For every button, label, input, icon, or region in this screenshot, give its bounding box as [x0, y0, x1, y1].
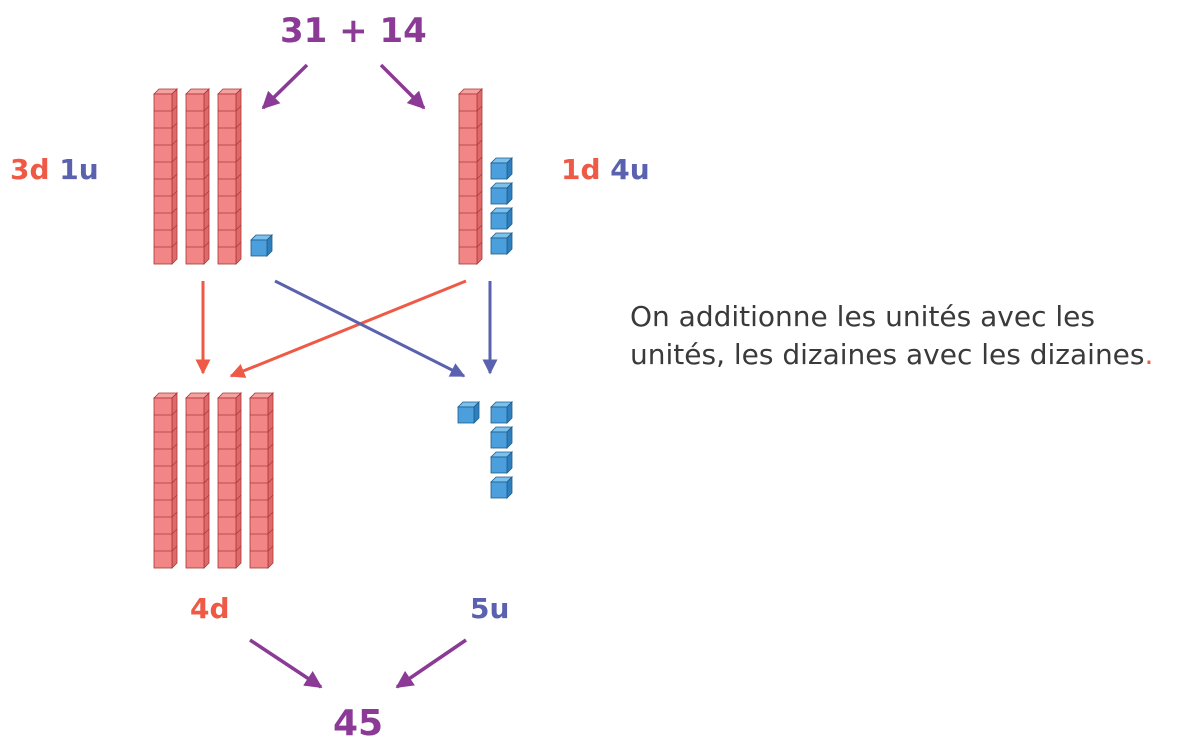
left-ten-rods	[153, 88, 242, 265]
unit-cube	[457, 401, 480, 424]
result-number: 45	[333, 703, 384, 744]
unit-cube	[250, 234, 273, 257]
arrow-right-tens-to-sum	[229, 279, 467, 378]
unit-cube	[490, 182, 513, 205]
unit-cube	[490, 207, 513, 230]
right-number-blocks	[458, 88, 513, 265]
left-number-blocks	[153, 88, 273, 265]
explanation-period: .	[1144, 337, 1154, 371]
right-unit-cubes	[490, 157, 513, 255]
unit-cube	[490, 476, 513, 499]
equation-second-operand: 14	[379, 11, 427, 51]
unit-cube	[490, 157, 513, 180]
ten-rod	[217, 392, 242, 569]
equation-operator: +	[339, 11, 368, 51]
ten-rod	[185, 88, 210, 265]
unit-cube	[490, 451, 513, 474]
sum-unit-cubes	[457, 401, 513, 499]
ten-rod	[153, 88, 178, 265]
arrow-tens-to-result	[249, 638, 323, 689]
arrow-equation-to-left	[261, 63, 309, 110]
arrow-equation-to-right	[379, 63, 426, 110]
left-number-decomposition: 3d 1u	[10, 156, 99, 184]
explanation-line-2-text: unités, les dizaines avec les dizaines	[630, 337, 1145, 371]
equation-first-operand: 31	[280, 11, 328, 51]
sum-ten-rods	[153, 392, 274, 569]
unit-cube	[490, 426, 513, 449]
explanation-line-1: On additionne les unités avec les	[630, 300, 1095, 333]
ten-rod	[458, 88, 483, 265]
sum-blocks	[153, 392, 513, 569]
right-units-label: 4u	[610, 153, 650, 186]
ten-rod	[185, 392, 210, 569]
left-units-label: 1u	[59, 153, 99, 186]
left-unit-cubes	[250, 234, 273, 257]
explanation-line-2: unités, les dizaines avec les dizaines.	[630, 336, 1153, 374]
left-tens-label: 3d	[10, 153, 50, 186]
unit-cube	[490, 401, 513, 424]
right-tens-label: 1d	[561, 153, 601, 186]
explanation-text: On additionne les unités avec les unités…	[630, 298, 1153, 373]
sum-tens-label: 4d	[190, 592, 230, 625]
unit-cube	[490, 232, 513, 255]
right-number-decomposition: 1d 4u	[561, 156, 650, 184]
arrow-left-units-to-sum	[274, 279, 466, 378]
arrow-units-to-result	[395, 638, 467, 689]
ten-rod	[217, 88, 242, 265]
right-ten-rods	[458, 88, 483, 265]
ten-rod	[249, 392, 274, 569]
ten-rod	[153, 392, 178, 569]
equation: 31 + 14	[280, 14, 427, 48]
sum-units-label: 5u	[470, 592, 510, 625]
